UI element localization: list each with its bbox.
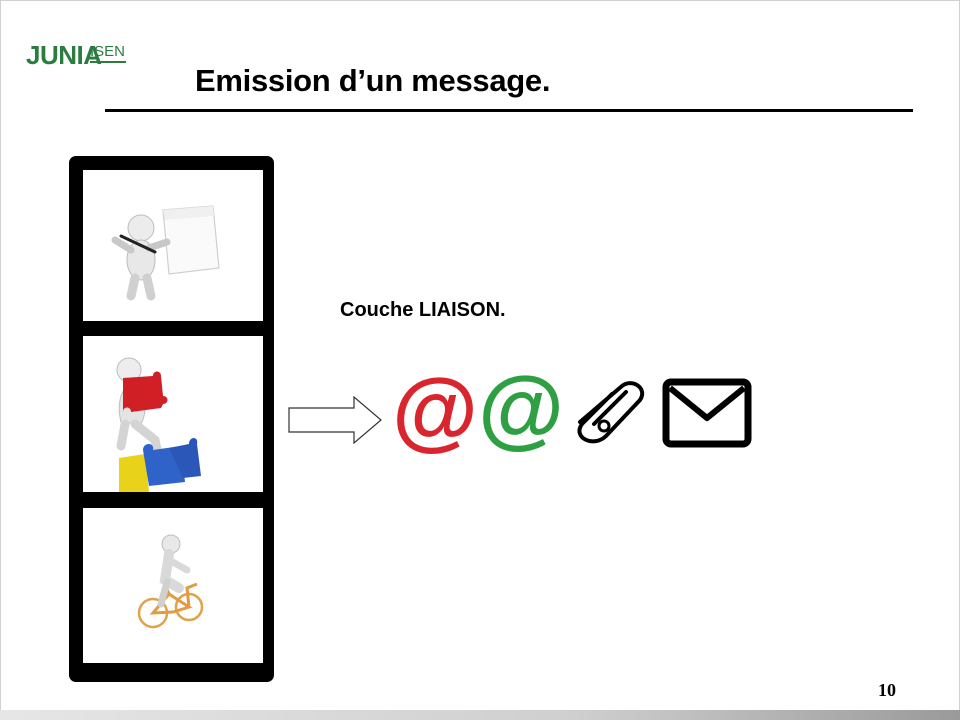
figure-cycling-icon: [137, 534, 204, 629]
layer-label: Couche LIAISON.: [340, 299, 506, 321]
filmstrip: [69, 156, 274, 682]
paperclip-icon: [577, 381, 644, 444]
logo-sub-brand: ISEN: [90, 43, 126, 60]
right-arrow-icon: [288, 396, 382, 444]
filmstrip-frame-puzzle: [83, 336, 263, 492]
at-sign-icon: @: [396, 376, 474, 456]
page-number: 10: [878, 680, 896, 700]
footer-bar: [0, 710, 960, 720]
at-sign-icon: @: [482, 374, 560, 454]
slide-title: Emission d’un message.: [195, 63, 551, 98]
envelope-icon: [662, 378, 752, 448]
svg-text:@: @: [482, 374, 560, 454]
filmstrip-frame-writing: [83, 170, 263, 321]
filmstrip-frame-cycling: [83, 508, 263, 663]
title-rule: [105, 109, 913, 112]
svg-text:@: @: [396, 376, 474, 456]
figure-writing-icon: [111, 205, 220, 301]
figure-puzzle-icon: [116, 357, 201, 492]
logo-brand: JUNIA: [26, 40, 102, 70]
logo-underline: [90, 61, 126, 63]
